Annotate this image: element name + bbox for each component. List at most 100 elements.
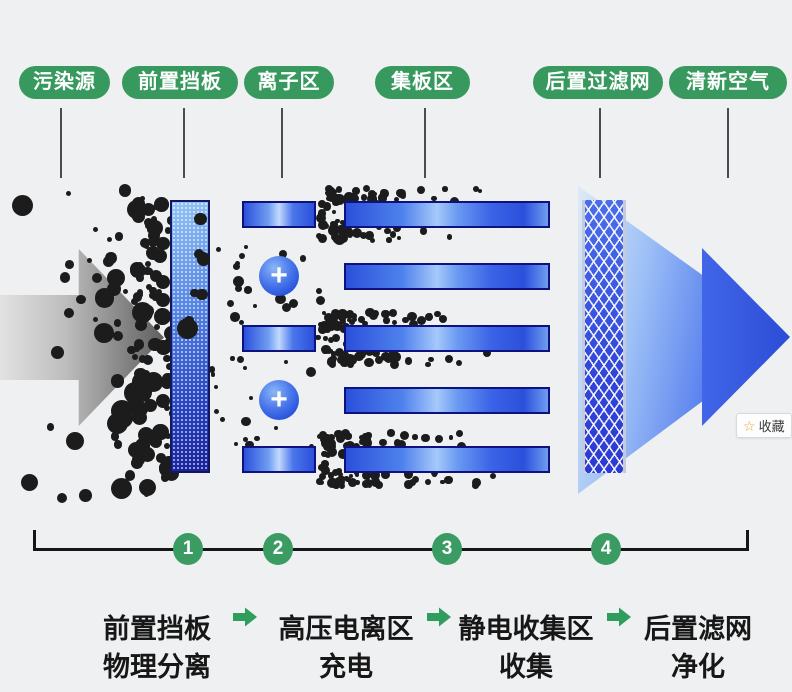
particle-dot xyxy=(134,375,143,384)
particle-dot xyxy=(132,381,153,402)
particle-dot xyxy=(434,435,443,444)
particle-dot xyxy=(141,202,155,216)
particle-dot xyxy=(351,313,357,319)
plus-icon: + xyxy=(270,383,288,416)
particle-dot xyxy=(404,357,413,365)
particle-dot xyxy=(143,218,154,228)
particle-dot xyxy=(425,313,433,321)
particle-dot xyxy=(152,248,168,264)
particle-dot xyxy=(473,185,480,192)
particle-dot xyxy=(155,394,170,409)
particle-dot xyxy=(354,229,362,237)
particle-dot xyxy=(113,272,124,284)
particle-dot xyxy=(210,372,216,378)
particle-dot xyxy=(404,480,413,489)
favorite-badge[interactable]: ☆ 收藏 xyxy=(736,413,792,438)
particle-dot xyxy=(365,432,372,439)
label-stem xyxy=(727,108,729,178)
particle-dot xyxy=(440,479,446,485)
particle-dot xyxy=(213,408,220,415)
label-pill-pre-baffle: 前置挡板 xyxy=(122,66,238,99)
particle-dot xyxy=(92,226,99,233)
particle-dot xyxy=(324,322,333,330)
particle-dot xyxy=(384,227,391,235)
particle-dot xyxy=(389,231,397,238)
particle-dot xyxy=(324,326,331,333)
particle-dot xyxy=(332,480,341,490)
particle-dot xyxy=(332,236,340,244)
particle-dot xyxy=(136,451,143,458)
particle-dot xyxy=(362,432,369,440)
particle-dot xyxy=(330,312,335,318)
particle-dot xyxy=(444,475,453,485)
flow-arrow-icon xyxy=(607,607,631,627)
particle-dot xyxy=(129,261,144,276)
particle-dot xyxy=(124,469,136,481)
particle-dot xyxy=(113,440,123,449)
particle-dot xyxy=(317,220,328,230)
particle-dot xyxy=(143,492,149,498)
particle-dot xyxy=(419,227,428,235)
particle-dot xyxy=(315,295,326,306)
particle-dot xyxy=(328,433,336,442)
particle-dot xyxy=(416,185,426,194)
particle-dot xyxy=(106,412,128,434)
particle-dot xyxy=(131,452,146,466)
stage-bracket xyxy=(33,530,749,551)
particle-dot xyxy=(338,313,346,322)
flow-step-line2: 收集 xyxy=(499,652,553,682)
particle-dot xyxy=(146,246,161,261)
particle-dot xyxy=(328,319,337,329)
label-pill-pollution-source: 污染源 xyxy=(19,66,110,99)
particle-dot xyxy=(65,190,72,197)
particle-dot xyxy=(425,479,432,485)
particle-dot xyxy=(146,268,154,275)
particle-dot xyxy=(142,392,149,399)
particle-dot xyxy=(340,358,349,368)
particle-dot xyxy=(323,441,333,451)
particle-dot xyxy=(360,436,367,443)
flow-step-purification: 后置滤网 净化 xyxy=(644,610,752,686)
particle-dot xyxy=(332,320,343,332)
flow-step-line1: 前置挡板 xyxy=(103,614,211,644)
particle-dot xyxy=(326,192,336,202)
particle-dot xyxy=(336,433,346,444)
particle-dot xyxy=(248,395,254,401)
particle-dot xyxy=(355,480,360,485)
particle-dot xyxy=(238,253,246,260)
particle-dot xyxy=(342,233,348,239)
particle-dot xyxy=(252,303,258,309)
particle-dot xyxy=(344,191,354,202)
particle-dot xyxy=(351,317,357,323)
particle-dot xyxy=(322,451,327,456)
particle-dot xyxy=(214,384,219,389)
particle-dot xyxy=(478,189,483,194)
particle-dot xyxy=(328,224,335,231)
particle-dot xyxy=(400,430,410,440)
particle-dot xyxy=(379,189,387,197)
particle-dot xyxy=(340,429,351,439)
stage-badge-1: 1 xyxy=(173,533,203,565)
particle-dot xyxy=(380,189,389,198)
particle-dot xyxy=(399,192,406,199)
particle-dot xyxy=(407,311,417,322)
particle-dot xyxy=(325,316,333,324)
particle-dot xyxy=(389,359,399,369)
flow-arrow-icon xyxy=(427,607,451,627)
particle-dot xyxy=(136,291,143,298)
particle-dot xyxy=(327,356,335,364)
particle-dot xyxy=(319,436,327,444)
particle-dot xyxy=(318,199,326,208)
particle-dot xyxy=(322,310,327,315)
flow-step-line1: 静电收集区 xyxy=(458,614,594,644)
particle-dot xyxy=(136,439,144,447)
particle-dot xyxy=(327,188,335,196)
particle-dot xyxy=(146,284,153,291)
particle-dot xyxy=(149,270,163,283)
particle-dot xyxy=(364,357,374,367)
particle-dot xyxy=(337,471,343,477)
particle-dot xyxy=(318,480,325,486)
particle-dot xyxy=(345,309,355,319)
particle-dot xyxy=(327,192,337,202)
ionizer-bar xyxy=(242,446,316,473)
